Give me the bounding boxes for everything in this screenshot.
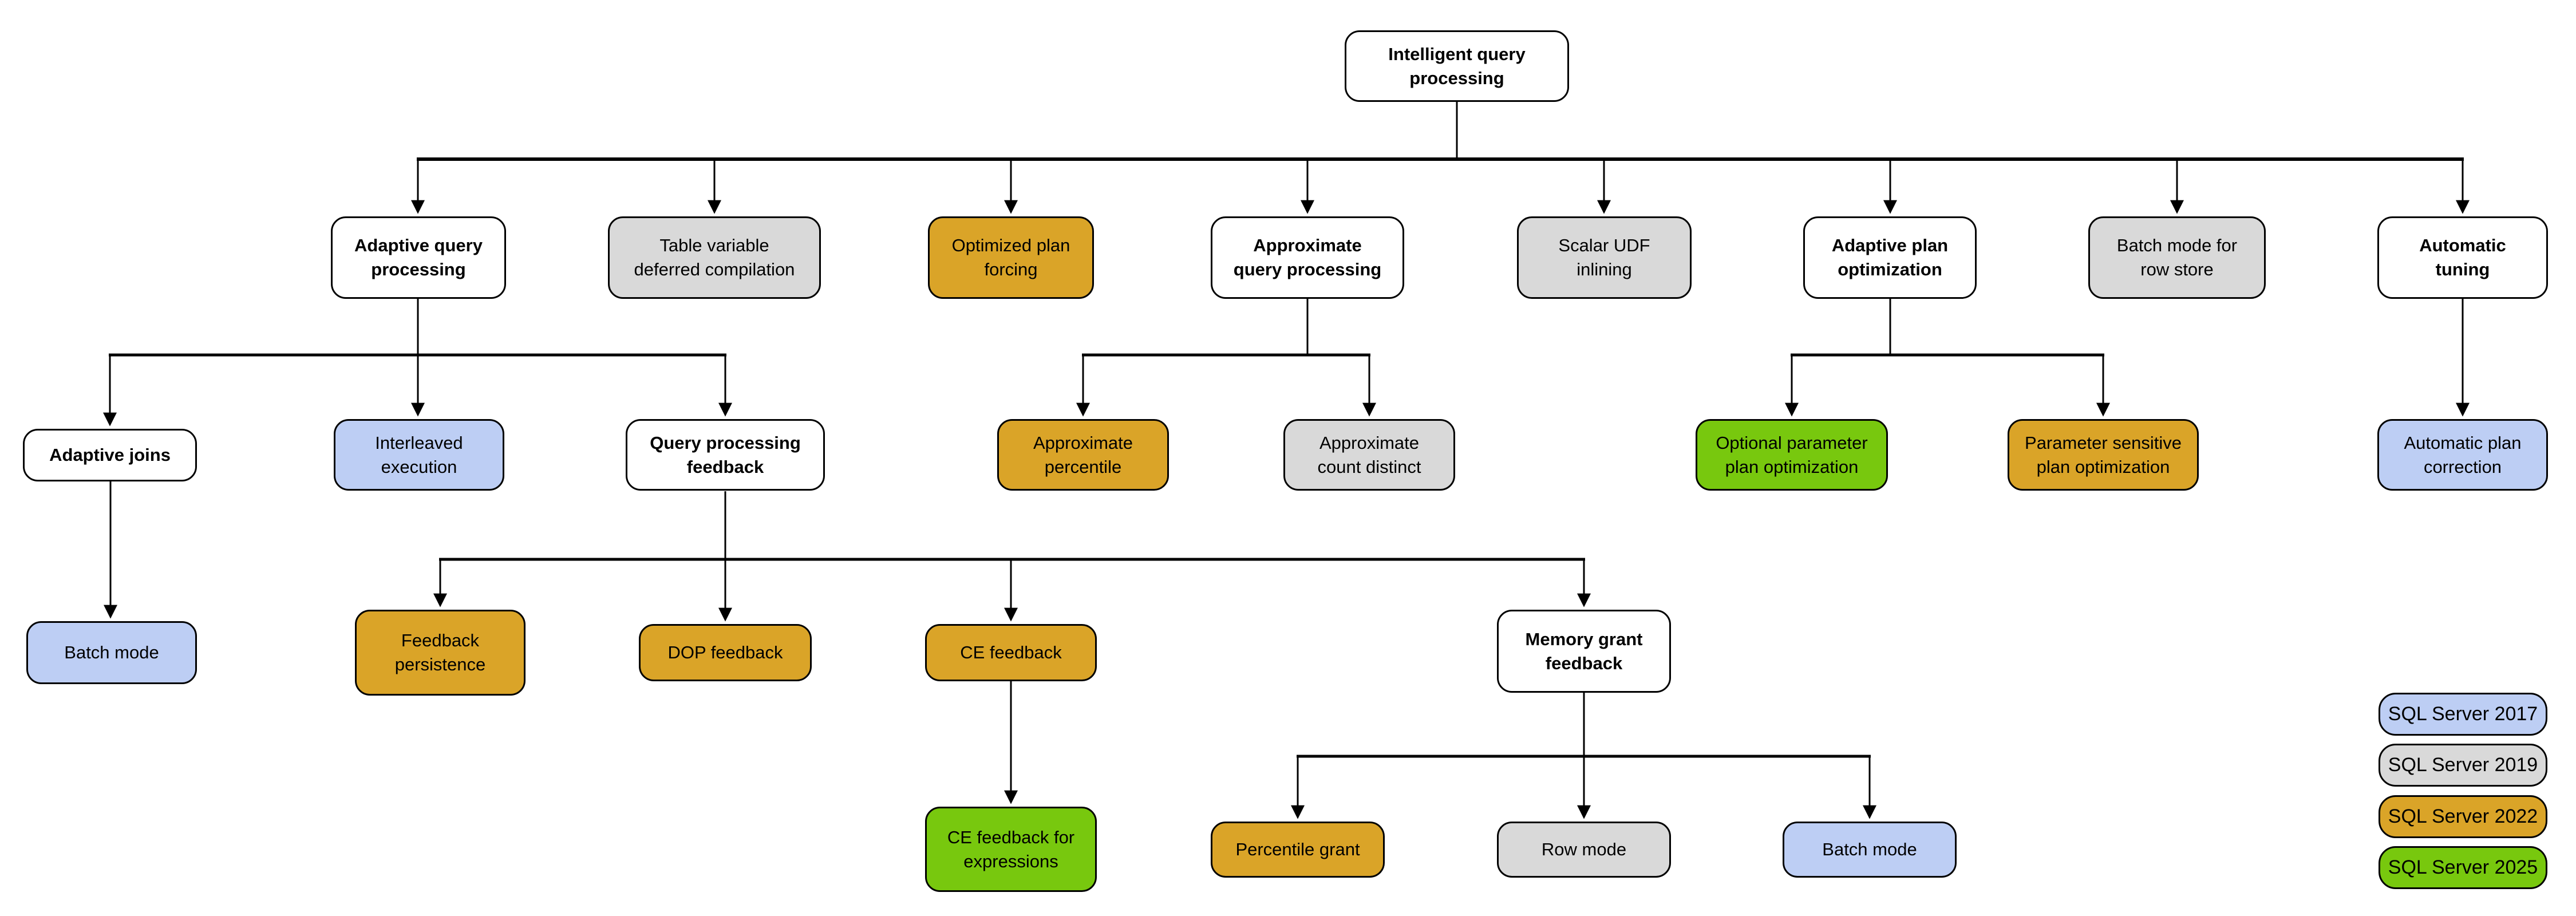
node-parameter-sensitive-plan-optimization: Parameter sensitive plan optimization	[2008, 419, 2199, 491]
node-approximate-count-distinct: Approximate count distinct	[1283, 419, 1455, 491]
node-approximate-query-processing: Approximate query processing	[1211, 216, 1404, 299]
node-batch-mode-for-row-store: Batch mode for row store	[2088, 216, 2266, 299]
node-intelligent-query-processing: Intelligent query processing	[1345, 30, 1569, 102]
node-approximate-percentile: Approximate percentile	[997, 419, 1169, 491]
connector-adaptive-query-processing-fanout	[103, 299, 732, 427]
node-scalar-udf-inlining: Scalar UDF inlining	[1517, 216, 1692, 299]
connector-adaptive-plan-optimization-fanout	[1785, 299, 2110, 417]
connector-root-fanout	[411, 102, 2470, 214]
node-optimized-plan-forcing: Optimized plan forcing	[928, 216, 1094, 299]
node-interleaved-execution: Interleaved execution	[334, 419, 504, 491]
node-batch-mode-memory-grant: Batch mode	[1783, 822, 1957, 878]
node-adaptive-joins: Adaptive joins	[23, 429, 197, 481]
node-memory-grant-feedback: Memory grant feedback	[1497, 610, 1671, 693]
legend-item-sql-server-2017: SQL Server 2017	[2379, 693, 2547, 736]
node-query-processing-feedback: Query processing feedback	[626, 419, 825, 491]
connector-query-processing-feedback-fanout	[433, 491, 1591, 622]
legend-item-sql-server-2019: SQL Server 2019	[2379, 744, 2547, 787]
legend-item-sql-server-2025: SQL Server 2025	[2379, 846, 2547, 889]
node-batch-mode-adaptive-joins: Batch mode	[26, 621, 197, 684]
node-feedback-persistence: Feedback persistence	[355, 610, 526, 696]
node-dop-feedback: DOP feedback	[639, 624, 812, 681]
node-percentile-grant: Percentile grant	[1211, 822, 1385, 878]
connector-approximate-query-processing-fanout	[1076, 299, 1376, 417]
node-adaptive-query-processing: Adaptive query processing	[331, 216, 506, 299]
node-table-variable-deferred-compilation: Table variable deferred compilation	[608, 216, 821, 299]
node-adaptive-plan-optimization: Adaptive plan optimization	[1803, 216, 1977, 299]
node-ce-feedback: CE feedback	[925, 624, 1097, 681]
node-ce-feedback-for-expressions: CE feedback for expressions	[925, 807, 1097, 892]
legend-item-sql-server-2022: SQL Server 2022	[2379, 795, 2547, 838]
connector-memory-grant-feedback-fanout	[1291, 693, 1876, 819]
node-automatic-plan-correction: Automatic plan correction	[2377, 419, 2548, 491]
node-automatic-tuning: Automatic tuning	[2377, 216, 2548, 299]
node-row-mode: Row mode	[1497, 822, 1671, 878]
node-optional-parameter-plan-optimization: Optional parameter plan optimization	[1696, 419, 1888, 491]
